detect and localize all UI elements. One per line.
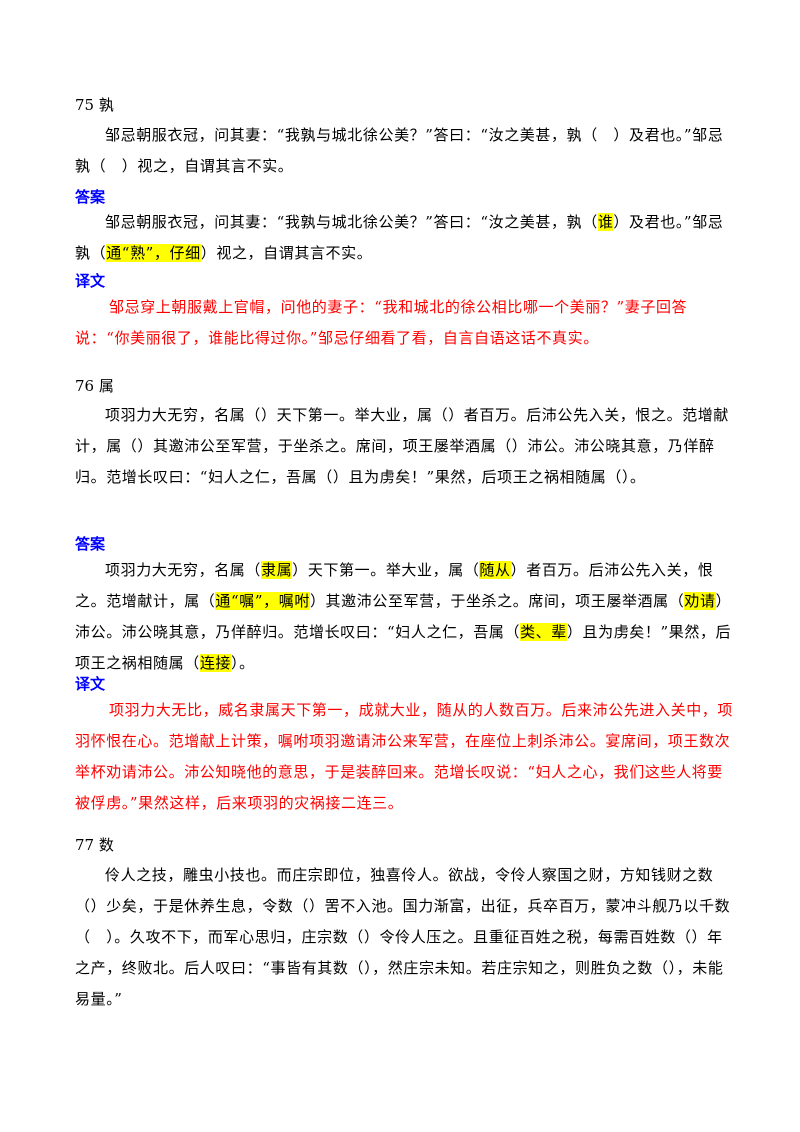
question-76: 项羽力大无穷，名属（）天下第一。举大业，属（）者百万。后沛公先入关，恨之。范增献… xyxy=(75,406,730,486)
answer-text-segment: ）其邀沛公至军营，于坐杀之。席间，项王屡举酒属（ xyxy=(309,592,685,610)
highlighted-answer: 类、辈 xyxy=(520,623,567,641)
answer-text-segment: ）。 xyxy=(231,654,255,672)
translation-label-76: 译文 xyxy=(75,675,106,693)
question-75: 邹忌朝服衣冠，问其妻：“我孰与城北徐公美？”答曰：“汝之美甚，孰（ ）及君也。”… xyxy=(75,126,724,175)
answer-75: 邹忌朝服衣冠，问其妻：“我孰与城北徐公美？”答曰：“汝之美甚，孰（谁）及君也。”… xyxy=(75,207,735,269)
answer-text-segment: 项羽力大无穷，名属（ xyxy=(105,561,262,579)
answer-76: 项羽力大无穷，名属（隶属）天下第一。举大业，属（随从）者百万。后沛公先入关，恨之… xyxy=(75,555,735,679)
highlighted-answer: 劝请 xyxy=(684,592,716,610)
answer-text-segment: ）者百万。后沛公先入关，恨之。范增献计，属（ xyxy=(75,561,714,610)
answer-text-segment: ）及君也。”邹忌孰（ xyxy=(75,213,724,262)
answer-text-segment: ）且为虏矣！”果然，后项王之祸相随属（ xyxy=(75,623,732,672)
translation-label-75: 译文 xyxy=(75,272,106,290)
highlighted-answer: 连接 xyxy=(199,654,232,672)
translation-76: 项羽力大无比，威名隶属天下第一，成就大业，随从的人数百万。后来沛公先进入关中，项… xyxy=(75,701,734,812)
answer-text-segment: ）视之，自谓其言不实。 xyxy=(200,244,373,262)
entry-title-76: 76 属 xyxy=(75,377,114,395)
highlighted-answer: 通“熟”，仔细 xyxy=(106,244,201,262)
highlighted-answer: 谁 xyxy=(597,213,614,231)
question-77: 伶人之技，雕虫小技也。而庄宗即位，独喜伶人。欲战，令伶人察国之财，方知钱财之数（… xyxy=(75,866,731,1008)
answer-text-segment: 邹忌朝服衣冠，问其妻：“我孰与城北徐公美？”答曰：“汝之美甚，孰（ xyxy=(105,213,598,231)
answer-label-76: 答案 xyxy=(75,535,106,553)
answer-text-segment: ）沛公。沛公晓其意，乃佯醉归。范增长叹曰：“妇人之仁，吾属（ xyxy=(75,592,732,641)
answer-label-75: 答案 xyxy=(75,188,106,206)
highlighted-answer: 隶属 xyxy=(261,561,293,579)
highlighted-answer: 通“嘱”，嘱咐 xyxy=(215,592,310,610)
highlighted-answer: 随从 xyxy=(479,561,511,579)
entry-title-77: 77 数 xyxy=(75,836,114,854)
answer-text-segment: ）天下第一。举大业，属（ xyxy=(292,561,480,579)
entry-title-75: 75 孰 xyxy=(75,96,114,114)
translation-75: 邹忌穿上朝服戴上官帽，问他的妻子：“我和城北的徐公相比哪一个美丽？”妻子回答说：… xyxy=(75,298,688,347)
